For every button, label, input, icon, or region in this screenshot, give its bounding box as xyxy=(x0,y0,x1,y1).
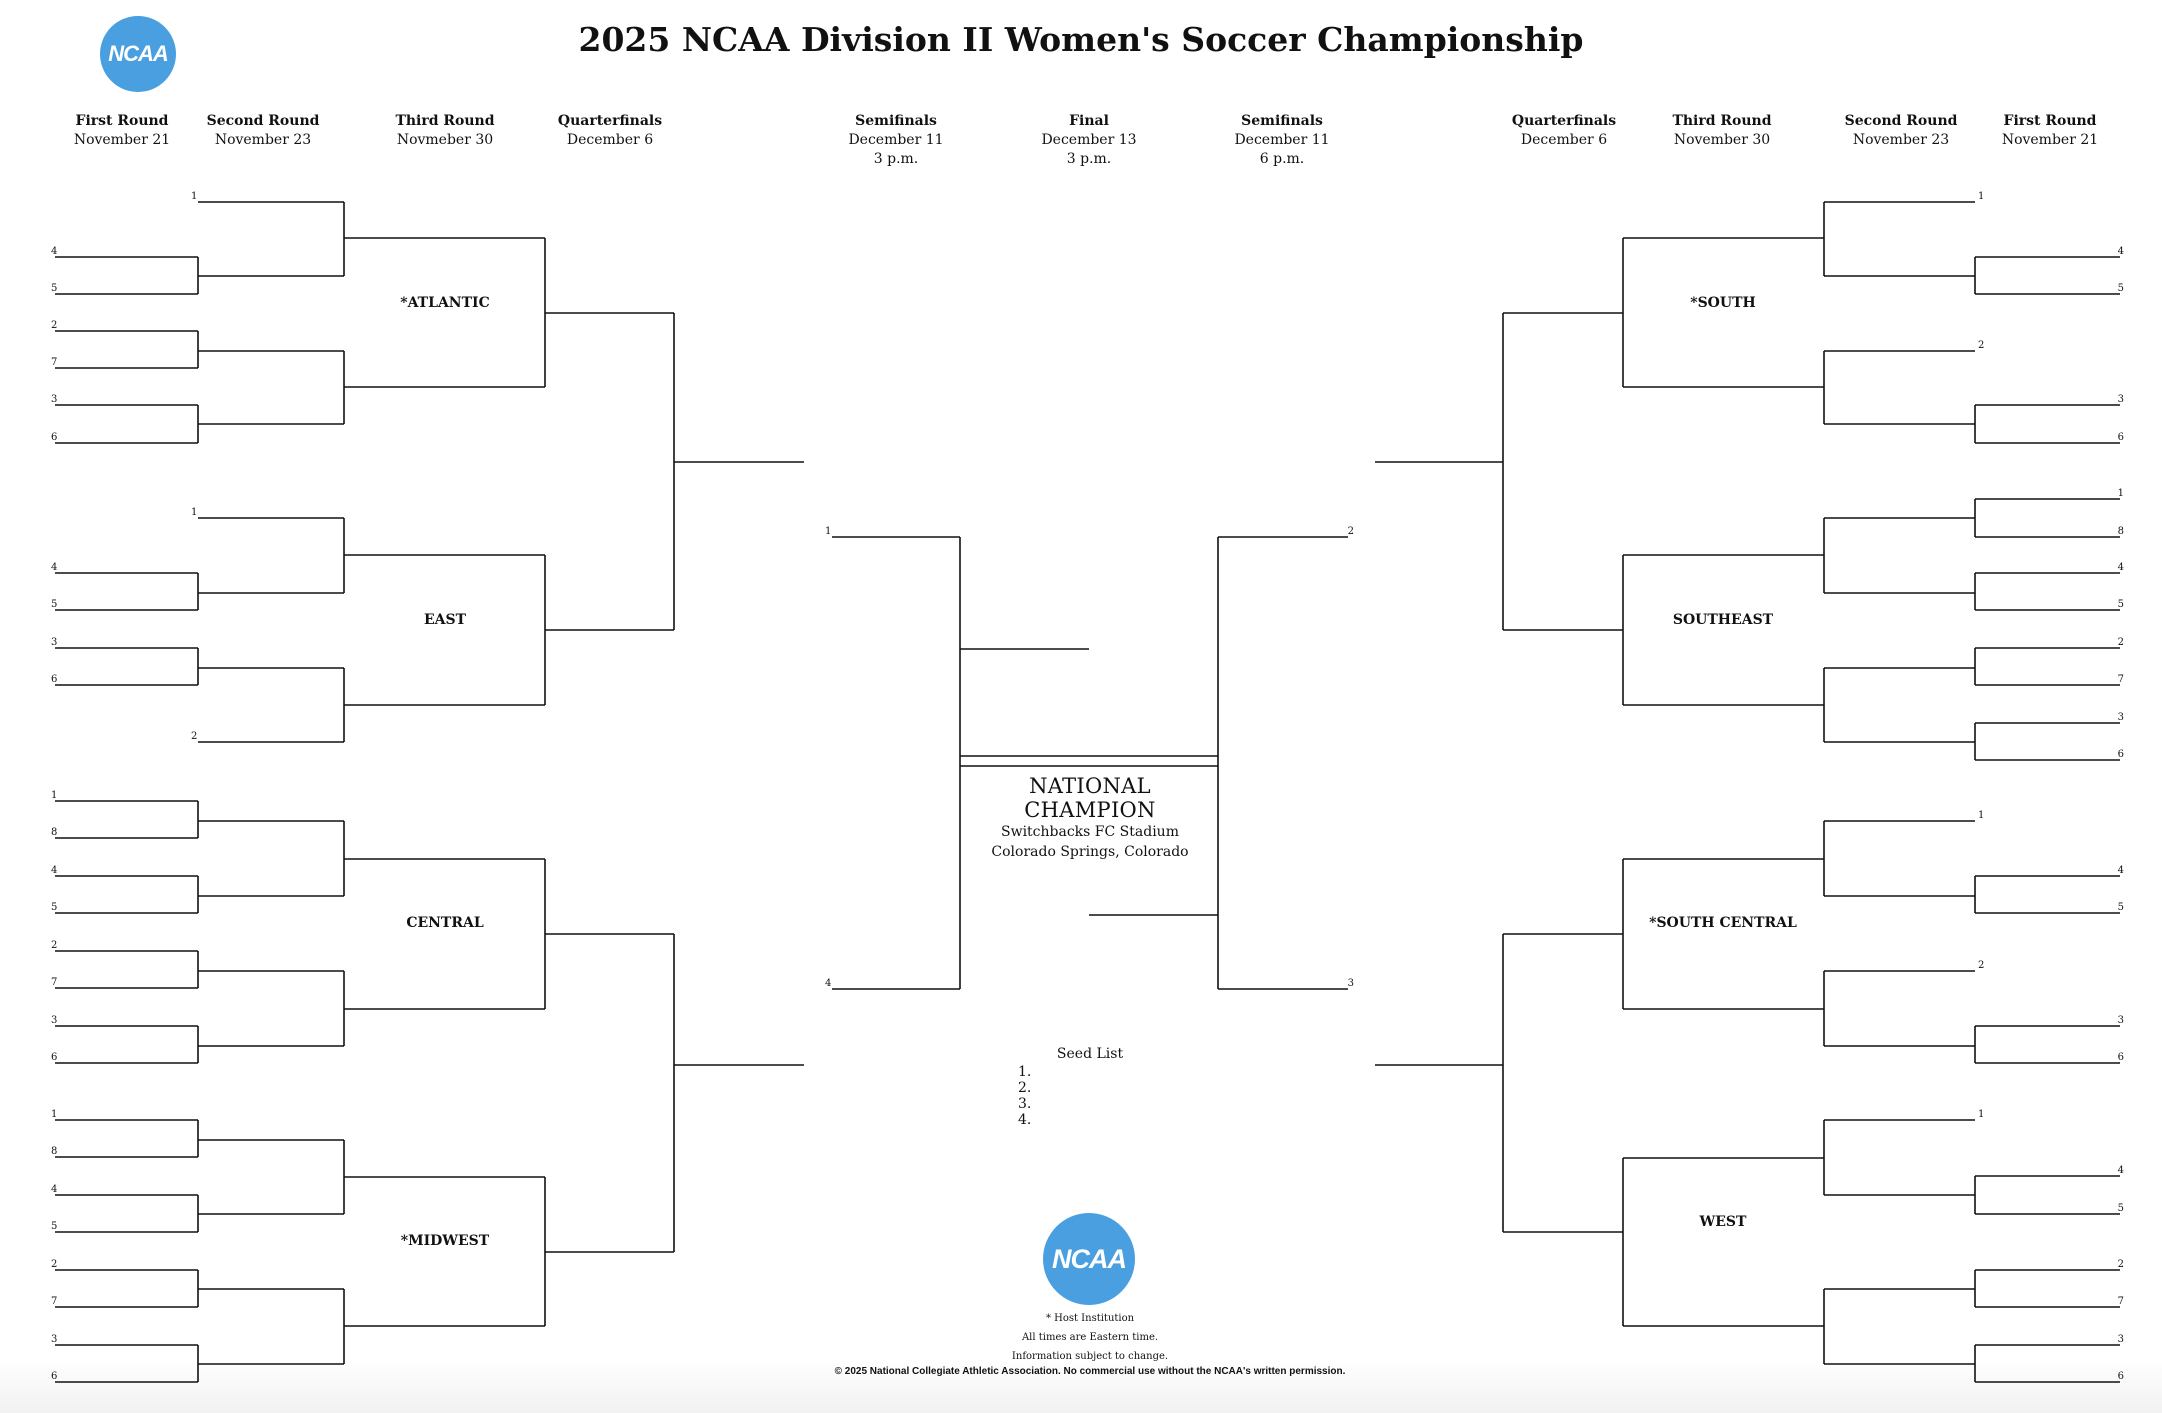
region-south-central: *SOUTH CENTRAL xyxy=(1649,915,1797,931)
seed-label: 1 xyxy=(51,1109,57,1120)
national-champion-block: NATIONAL CHAMPION Switchbacks FC Stadium… xyxy=(960,774,1220,862)
seed-label: 4 xyxy=(2118,562,2124,573)
seed-label: 2 xyxy=(2118,637,2124,648)
seed-label: 4 xyxy=(2118,865,2124,876)
seed-label: 6 xyxy=(51,1371,57,1382)
region-southeast: SOUTHEAST xyxy=(1672,612,1774,628)
seed-label: 3 xyxy=(2118,1015,2124,1026)
seed-label: 6 xyxy=(51,1052,57,1063)
seed-list-title: Seed List xyxy=(1056,1046,1124,1062)
seed-label: 1 xyxy=(191,191,197,202)
seed-list-item: 3. xyxy=(1018,1096,1032,1112)
championship-city: Colorado Springs, Colorado xyxy=(991,844,1189,860)
seed-label: 6 xyxy=(51,674,57,685)
region-south: *SOUTH xyxy=(1690,295,1756,311)
seed-label: 5 xyxy=(2118,283,2124,294)
seed-label: 8 xyxy=(2118,526,2124,537)
seed-label: 8 xyxy=(51,1146,57,1157)
seed-label: 1 xyxy=(1978,191,1984,202)
championship-venue: Switchbacks FC Stadium xyxy=(1001,824,1179,840)
seed-label: 1 xyxy=(191,507,197,518)
seed-label: 1 xyxy=(825,526,831,537)
seed-label: 5 xyxy=(2118,599,2124,610)
seed-label: 4 xyxy=(51,246,57,257)
host-note: * Host Institution xyxy=(1045,1313,1135,1324)
region-atlantic: *ATLANTIC xyxy=(400,295,490,311)
seed-label: 2 xyxy=(1978,340,1984,351)
national-champion-label: NATIONAL CHAMPION xyxy=(1024,774,1156,822)
seed-label: 5 xyxy=(51,902,57,913)
seed-label: 2 xyxy=(51,320,57,331)
change-note: Information subject to change. xyxy=(1011,1351,1169,1362)
seed-label: 1 xyxy=(1978,1109,1984,1120)
seed-label: 4 xyxy=(51,1184,57,1195)
seed-label: 3 xyxy=(1348,978,1354,989)
seed-list-item: 4. xyxy=(1018,1112,1032,1128)
seed-list-item: 1. xyxy=(1018,1064,1032,1080)
seed-label: 2 xyxy=(2118,1259,2124,1270)
seed-label: 1 xyxy=(1978,810,1984,821)
region-central: CENTRAL xyxy=(406,915,484,931)
page-title: 2025 NCAA Division II Women's Soccer Cha… xyxy=(578,20,1584,59)
seed-label: 1 xyxy=(51,790,57,801)
seed-label: 5 xyxy=(51,599,57,610)
seed-label: 7 xyxy=(2118,1296,2124,1307)
seed-label: 7 xyxy=(51,1296,57,1307)
seed-label: 3 xyxy=(2118,394,2124,405)
seed-list: Seed List 1. 2. 3. 4. xyxy=(1000,1046,1180,1128)
seed-label: 2 xyxy=(1348,526,1354,537)
region-midwest: *MIDWEST xyxy=(400,1233,490,1249)
seed-label: 4 xyxy=(825,978,831,989)
seed-label: 6 xyxy=(51,432,57,443)
seed-label: 2 xyxy=(51,940,57,951)
seed-label: 2 xyxy=(1978,960,1984,971)
seed-label: 5 xyxy=(2118,902,2124,913)
seed-label: 7 xyxy=(51,357,57,368)
seed-label: 7 xyxy=(2118,674,2124,685)
seed-label: 5 xyxy=(51,283,57,294)
copyright-note: © 2025 National Collegiate Athletic Asso… xyxy=(834,1366,1346,1377)
seed-label: 7 xyxy=(51,977,57,988)
seed-label: 3 xyxy=(51,637,57,648)
seed-label: 2 xyxy=(51,1259,57,1270)
seed-label: 6 xyxy=(2118,1052,2124,1063)
seed-label: 3 xyxy=(51,1334,57,1345)
ncaa-logo-bottom: NCAA xyxy=(1043,1213,1135,1305)
seed-label: 3 xyxy=(2118,1334,2124,1345)
page-bottom-band xyxy=(0,1360,2162,1413)
time-note: All times are Eastern time. xyxy=(1021,1332,1159,1343)
seed-label: 3 xyxy=(51,394,57,405)
seed-label: 3 xyxy=(2118,712,2124,723)
seed-label: 4 xyxy=(2118,246,2124,257)
seed-label: 4 xyxy=(2118,1165,2124,1176)
region-east: EAST xyxy=(423,612,467,628)
seed-label: 1 xyxy=(2118,488,2124,499)
seed-label: 8 xyxy=(51,827,57,838)
seed-label: 2 xyxy=(191,731,197,742)
seed-label: 5 xyxy=(51,1221,57,1232)
ncaa-logo-top: NCAA xyxy=(100,16,176,92)
seed-label: 4 xyxy=(51,865,57,876)
seed-label: 6 xyxy=(2118,432,2124,443)
seed-label: 3 xyxy=(51,1015,57,1026)
seed-label: 5 xyxy=(2118,1203,2124,1214)
region-west: WEST xyxy=(1699,1214,1747,1230)
seed-label: 4 xyxy=(51,562,57,573)
seed-list-item: 2. xyxy=(1018,1080,1032,1096)
seed-label: 6 xyxy=(2118,1371,2124,1382)
seed-label: 6 xyxy=(2118,749,2124,760)
